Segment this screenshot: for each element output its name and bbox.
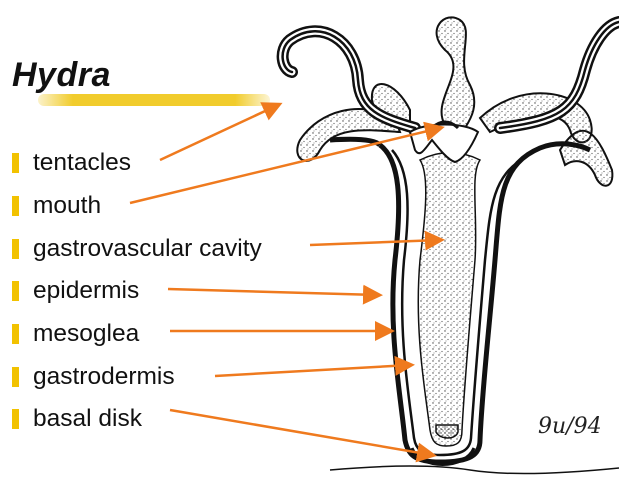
arrow-gastrovascular-cavity <box>310 240 440 245</box>
artist-signature: 9u/94 <box>538 414 602 439</box>
gastrovascular-cavity <box>418 153 480 447</box>
arrow-gastrodermis <box>215 365 410 376</box>
arrow-basal-disk <box>170 410 432 455</box>
ground-line <box>330 466 619 474</box>
tentacle-right-far <box>560 131 612 186</box>
arrow-tentacles <box>160 105 278 160</box>
arrow-epidermis <box>168 289 378 295</box>
tentacle-center <box>437 17 475 128</box>
